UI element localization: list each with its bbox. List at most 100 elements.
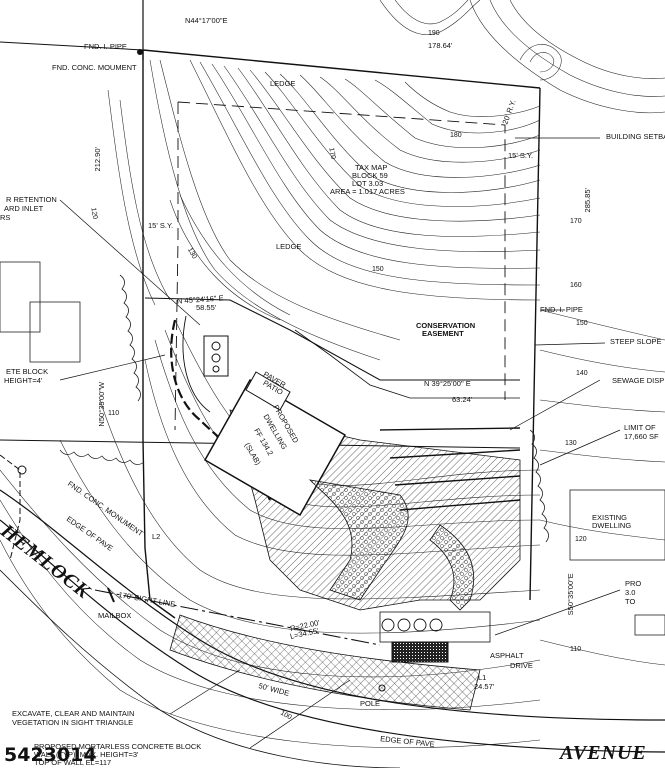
setback-line-right — [177, 101, 506, 400]
pole-label: POLE — [360, 699, 381, 708]
contour-label: 140 — [576, 370, 588, 377]
sight-line — [94, 589, 381, 646]
street-name-avenue: AVENUE — [560, 742, 647, 764]
adjacent-line — [0, 41, 144, 51]
dim-58: 58.55' — [196, 303, 217, 312]
taxmap-line-1: TAX MAP — [355, 163, 388, 172]
conservation-line-1: CONSERVATION — [416, 321, 476, 330]
utility-marker — [17, 465, 27, 475]
contour-label: 180 — [450, 132, 462, 139]
bearing-left: N50°35'00"W — [97, 381, 107, 427]
neighbor-building-2 — [29, 301, 81, 363]
contour-label: 150 — [372, 266, 384, 273]
septic-tanks — [203, 335, 229, 377]
contour-label: 130 — [565, 440, 577, 447]
wall-line-3: TOP OF WALL EL=117 — [34, 758, 112, 767]
conservation-line-2: EASEMENT — [422, 329, 464, 338]
existing-line-2: DWELLING — [592, 521, 632, 530]
iron-pipe-marker — [137, 49, 143, 55]
easement-line — [144, 297, 520, 381]
dim-178: 178.64' — [428, 41, 453, 50]
tree-line-bottom — [59, 449, 145, 465]
neighbor-building-1 — [0, 261, 41, 333]
proposed-line-1: PRO — [625, 579, 642, 588]
proposed-line-3: TO — [625, 597, 636, 606]
dim-285: 285.85' — [582, 188, 592, 213]
parking-pad — [391, 641, 449, 663]
contour-label: 150 — [576, 320, 588, 327]
fnd-conc-monument: FND. CONC. MOUMENT — [52, 63, 137, 72]
asphalt-label: ASPHALT — [490, 651, 524, 660]
dim-63: 63.24' — [452, 395, 473, 404]
retention-wall-inner — [182, 315, 211, 413]
limit-line-2: 17,660 SF — [624, 432, 659, 441]
retention-wall-arc — [170, 319, 271, 501]
property-line-right — [529, 87, 541, 601]
block-line-2: HEIGHT=4' — [4, 376, 43, 385]
retention-line-3: RS — [0, 213, 11, 222]
ledge-mid: LEDGE — [276, 242, 302, 251]
pole-marker — [378, 684, 386, 692]
topographic-contours — [0, 0, 665, 748]
wall-line-1: PROPOSED MORTARLESS CONCRETE BLOCK — [34, 742, 202, 751]
pavement-edge — [0, 569, 401, 768]
contour-label: 110 — [108, 410, 120, 417]
road-edge-bottom — [0, 519, 665, 753]
taxmap-line-4: AREA = 1.017 ACRES — [330, 187, 405, 196]
sewage-disposal-field — [379, 427, 521, 511]
tree-line-right — [529, 429, 549, 543]
mailbox-marker — [107, 587, 115, 603]
l1-label: L1 — [478, 673, 487, 682]
property-line-top — [142, 49, 541, 89]
road-edge-top — [0, 489, 665, 721]
contour-label: 120 — [575, 536, 587, 543]
block-line-1: ETE BLOCK — [6, 367, 49, 376]
bearing-top: N44°17'00"E — [185, 16, 228, 25]
fnd-pipe-right: FND. I. PIPE — [540, 305, 583, 314]
dim-212: 212.90' — [92, 147, 102, 172]
proposed-dwelling — [203, 371, 347, 517]
taxmap-line-2: BLOCK 59 — [352, 171, 388, 180]
property-line — [142, 50, 176, 619]
sewage-label: SEWAGE DISP — [612, 376, 665, 385]
sy-15-right: 15' S.Y. — [508, 151, 534, 160]
sight-triangle — [169, 614, 481, 711]
building-setback-label: BUILDING SETBA — [606, 132, 665, 141]
fnd-pipe-top: FND. I. PIPE — [84, 42, 127, 51]
stone-walkway — [308, 479, 409, 601]
listing-watermark: 5423014 — [4, 744, 97, 766]
bearing-right: S50°35'00"E — [565, 573, 575, 616]
dim-l2: L2 — [152, 532, 161, 541]
sy-15-left: 15' S.Y. — [148, 221, 174, 230]
contour-label: 190 — [428, 30, 440, 37]
contour-label: 170 — [570, 218, 582, 225]
ledge-top: LEDGE — [270, 79, 296, 88]
neighbor-structure — [634, 614, 665, 636]
existing-dwelling-outline — [569, 489, 665, 561]
leader-lines — [59, 137, 621, 749]
wall-line-2: WALL (TYP). MAX. HEIGHT=3' — [34, 750, 139, 759]
driveway-outline — [379, 611, 491, 643]
limit-line-1: LIMIT OF — [624, 423, 656, 432]
bearing-low: N 39°25'00" E — [424, 379, 471, 388]
setback-line-left — [174, 102, 179, 431]
retention-line-1: R RETENTION — [6, 195, 57, 204]
drywell-circles — [381, 618, 443, 632]
contour-label: 110 — [570, 646, 582, 653]
tree-line-left — [119, 274, 141, 402]
driveway-dashed — [0, 454, 21, 561]
retention-line-2: ARD INLET — [4, 204, 44, 213]
mailbox-label: MAILBOX — [98, 611, 132, 620]
dim-24: 24.57' — [474, 682, 495, 691]
existing-line-1: EXISTING — [592, 513, 628, 522]
easement-line-2 — [294, 329, 520, 399]
drive-label: DRIVE — [510, 661, 533, 670]
contour-label: 160 — [570, 282, 582, 289]
stone-walkway-2 — [429, 524, 474, 611]
excavate-line-2: VEGETATION IN SIGHT TRIANGLE — [12, 718, 134, 727]
steep-slope-label: STEEP SLOPE — [610, 337, 662, 346]
excavate-line-1: EXCAVATE, CLEAR AND MAINTAIN — [12, 709, 135, 718]
taxmap-line-3: LOT 3.03 — [352, 179, 384, 188]
